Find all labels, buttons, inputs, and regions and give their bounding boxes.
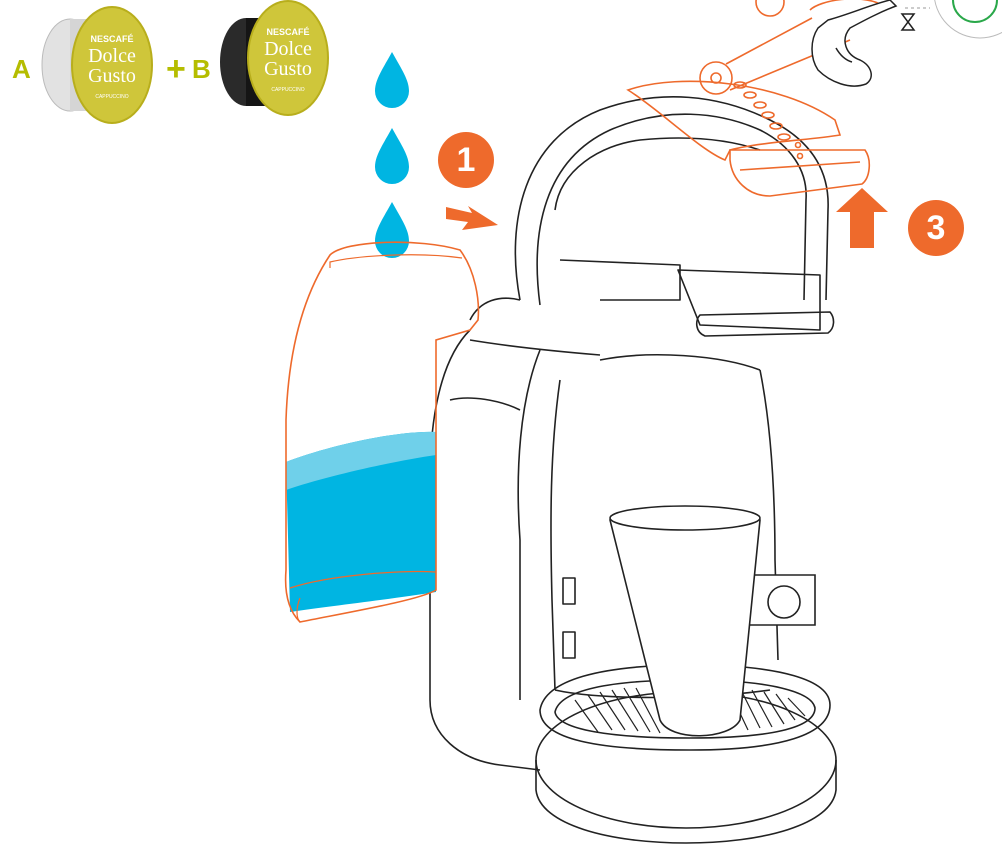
capsule-a: NESCAFÉ Dolce Gusto CAPPUCCINO: [42, 7, 152, 123]
arrow-up-icon: [836, 188, 888, 248]
hand-press-icon: [812, 0, 896, 86]
capsule-a-label: A: [12, 56, 31, 82]
indicator-circle: [905, 0, 1002, 38]
water-drop-icon: [375, 128, 409, 184]
step-1-badge: 1: [438, 132, 494, 188]
water-tank: [286, 242, 479, 622]
machine-body: [430, 97, 836, 843]
water-drops: [375, 52, 409, 258]
water-drop-icon: [375, 202, 409, 258]
plus-sign: +: [166, 52, 186, 86]
capsule-b: NESCAFÉ Dolce Gusto CAPPUCCINO: [220, 1, 328, 115]
capsule-b-name-1: Dolce: [264, 38, 312, 60]
capsule-a-name-2: Gusto: [88, 65, 136, 87]
hourglass-icon: [902, 14, 914, 30]
capsule-b-name-2: Gusto: [264, 58, 312, 80]
capsule-a-name-1: Dolce: [88, 45, 136, 67]
capsule-b-brand: NESCAFÉ: [266, 27, 309, 37]
capsule-b-label: B: [192, 56, 211, 82]
water-drop-icon: [375, 52, 409, 108]
capsule-a-variety: CAPPUCCINO: [95, 94, 128, 100]
cup: [610, 506, 815, 736]
step-3-badge: 3: [908, 200, 964, 256]
arrow-right-icon: [446, 206, 498, 230]
capsule-b-variety: CAPPUCCINO: [271, 87, 304, 93]
capsule-a-brand: NESCAFÉ: [90, 34, 133, 44]
